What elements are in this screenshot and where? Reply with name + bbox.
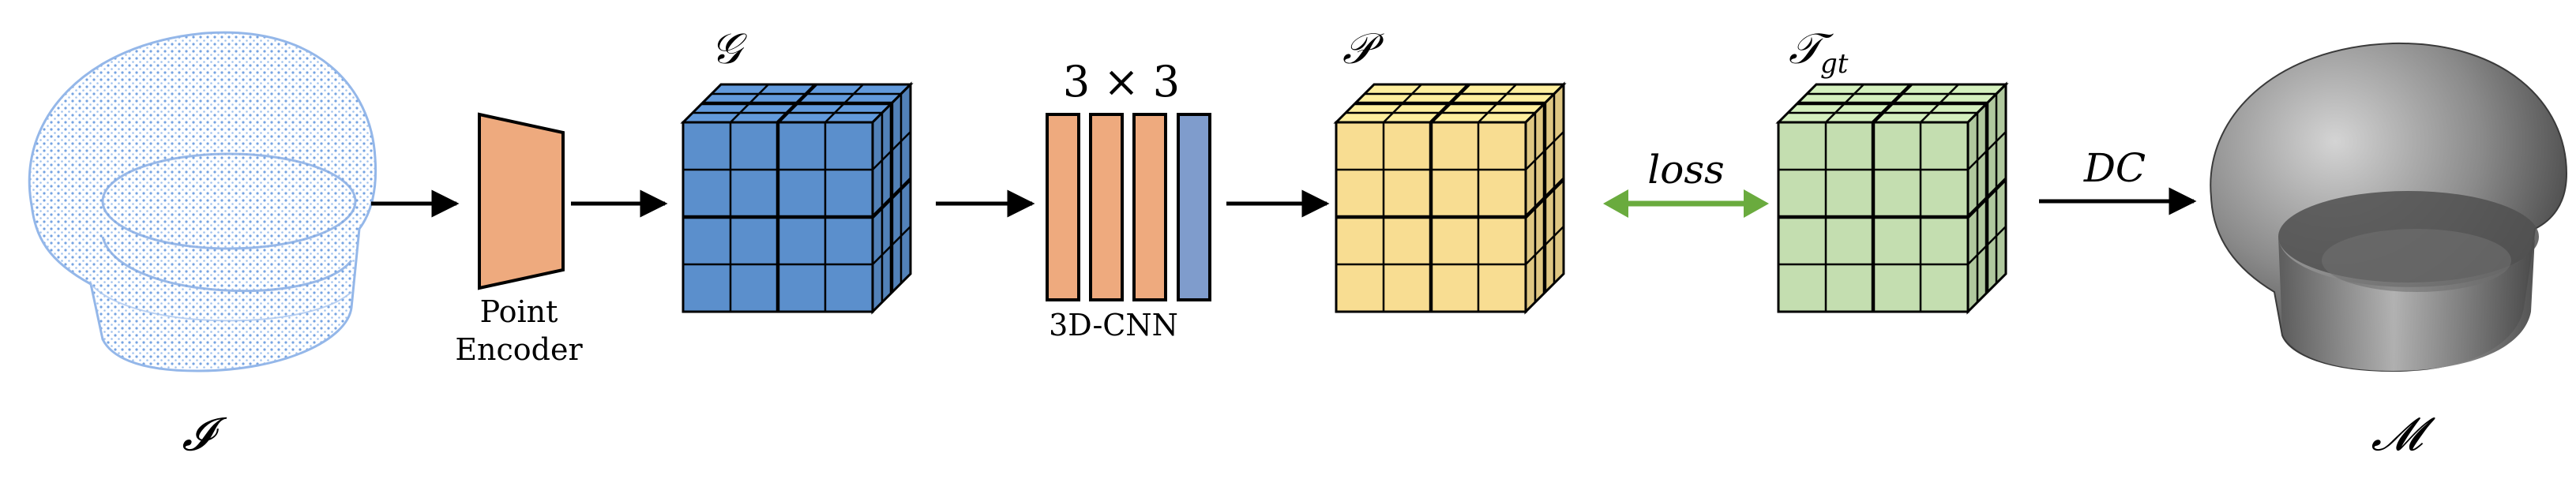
cube-grid-line xyxy=(1966,178,2007,219)
grid-g-label: 𝒢 xyxy=(711,24,748,73)
cnn-name-label: 3D-CNN xyxy=(1049,308,1178,342)
predicted-grid-cube xyxy=(1333,81,1567,315)
grid-t-subscript: gt xyxy=(1820,48,1849,80)
ground-truth-grid-cube xyxy=(1775,81,2009,315)
point-cloud-icon xyxy=(28,31,377,372)
point-encoder-block xyxy=(478,112,565,290)
cube-grid-line xyxy=(1525,226,1564,265)
output-label: 𝓜 xyxy=(2371,407,2436,461)
dc-label: DC xyxy=(2083,145,2146,191)
cube-grid-line xyxy=(824,84,864,123)
cube-grid-line xyxy=(1967,226,2007,265)
cnn-layer-1 xyxy=(1046,113,1080,301)
cnn-kernel-label: 3 × 3 xyxy=(1063,57,1180,107)
loss-label: loss xyxy=(1647,147,1724,193)
loss-arrow xyxy=(1603,189,1769,218)
cnn-layer-3 xyxy=(1132,113,1167,301)
input-label: 𝓘 xyxy=(182,407,227,461)
mesh-icon xyxy=(2210,42,2568,372)
cube-grid-line xyxy=(871,178,912,219)
cube-grid-line xyxy=(1920,84,1959,123)
grid-p-label: 𝒫 xyxy=(1342,24,1384,73)
cube-grid-line xyxy=(1478,84,1517,123)
cnn-block xyxy=(1046,113,1211,301)
encoder-label-line2: Encoder xyxy=(455,332,583,367)
cnn-layer-4 xyxy=(1177,113,1211,301)
encoder-label-line1: Point xyxy=(480,294,558,329)
cube-grid-line xyxy=(1524,178,1565,219)
cube-grid-line xyxy=(872,226,911,265)
feature-grid-cube xyxy=(680,81,914,315)
cnn-layer-2 xyxy=(1089,113,1124,301)
